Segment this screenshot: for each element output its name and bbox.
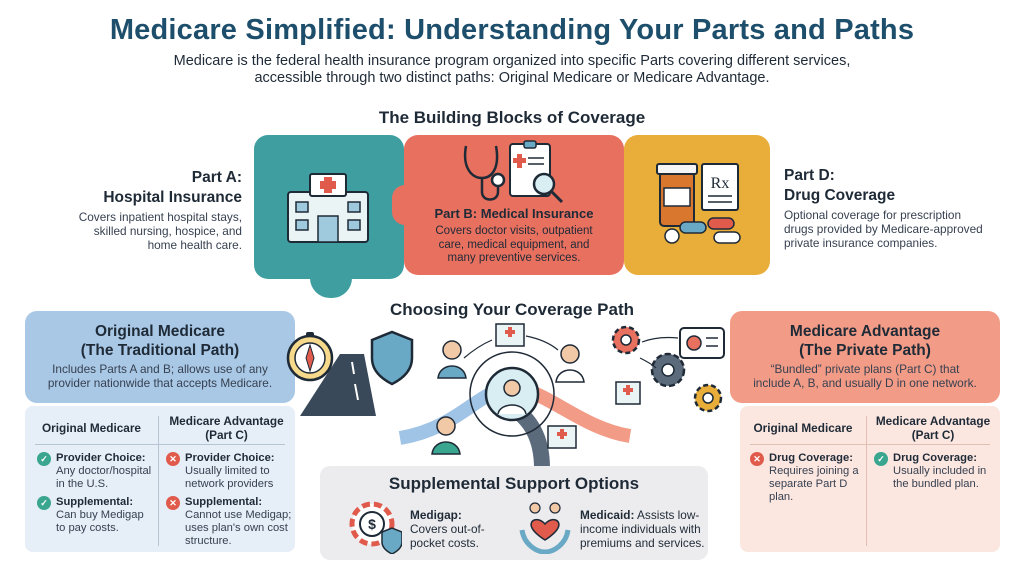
part-a-description: Covers inpatient hospital stays, skilled…: [78, 210, 242, 252]
compass-icon: [286, 332, 334, 382]
left-table-row2-advantage: Supplemental: Cannot use Medigap; uses p…: [185, 496, 292, 547]
page-title: Medicare Simplified: Understanding Your …: [109, 14, 915, 46]
left-table-col1-header: Original Medicare: [42, 421, 141, 435]
gear-icon-2: [650, 352, 686, 388]
check-icon-3: ✓: [874, 452, 888, 466]
right-table-col2-header: Medicare Advantage (Part C): [875, 414, 991, 442]
original-medicare-panel: [25, 311, 295, 403]
small-hospital-icon-2: [547, 425, 577, 449]
patient-person-icon: [437, 340, 467, 379]
woman-person-icon: [431, 416, 461, 455]
svg-text:$: $: [368, 516, 376, 532]
right-table-advantage-drug: Drug Coverage: Usually included in the b…: [893, 452, 987, 490]
medicaid-text: Medicaid: Assists low- income individual…: [580, 508, 705, 550]
check-icon: ✓: [37, 452, 51, 466]
table-divider: [158, 416, 159, 546]
small-hospital-icon: [495, 323, 525, 347]
left-table-row2-original: Supplemental: Can buy Medigap to pay cos…: [56, 496, 144, 534]
part-b-title: Part B: Medical Insurance: [434, 206, 594, 221]
gear-icon: [611, 325, 641, 355]
right-table-divider: [866, 416, 867, 546]
x-icon: ✕: [166, 452, 180, 466]
insurance-card-icon: [679, 327, 725, 359]
left-table-row1-original: Provider Choice: Any doctor/hospital in …: [56, 452, 152, 490]
x-icon-3: ✕: [750, 452, 764, 466]
small-clinic-icon: [615, 381, 641, 405]
hospital-icon: [287, 173, 369, 243]
right-table-header-rule: [750, 444, 990, 445]
gear-icon-3: [693, 383, 723, 413]
coverage-path-heading: Choosing Your Coverage Path: [389, 300, 635, 319]
part-d-description: Optional coverage for prescription drugs…: [784, 208, 983, 250]
x-icon-2: ✕: [166, 496, 180, 510]
road-shape: [300, 354, 376, 416]
medigap-text: Medigap: Covers out-of- pocket costs.: [410, 508, 485, 550]
part-a-title: Part A: Hospital Insurance: [103, 169, 242, 206]
medicare-advantage-description: “Bundled” private plans (Part C) that in…: [753, 362, 977, 390]
stethoscope-icon: [463, 140, 564, 204]
medicare-advantage-title: Medicare Advantage (The Private Path): [789, 323, 941, 359]
supplemental-heading: Supplemental Support Options: [388, 474, 640, 493]
money-shield-icon: $: [349, 501, 402, 554]
check-icon-2: ✓: [37, 496, 51, 510]
svg-text:Rx: Rx: [711, 175, 730, 192]
table-header-rule: [35, 444, 285, 445]
right-table-col1-header: Original Medicare: [753, 421, 853, 435]
page-subtitle: Medicare is the federal health insurance…: [173, 53, 851, 86]
nurse-person-icon: [555, 344, 585, 383]
shield-icon: [370, 330, 414, 386]
caring-hands-icon: [519, 502, 571, 554]
original-vs-advantage-table: [25, 406, 295, 552]
part-b-left-tab: [392, 185, 418, 225]
medicare-advantage-panel: [730, 311, 1000, 403]
left-table-row1-advantage: Provider Choice: Usually limited to netw…: [185, 452, 275, 490]
part-d-puzzle-piece: [624, 135, 770, 275]
part-d-title: Part D: Drug Coverage: [784, 167, 896, 204]
pill-bottle-icon: Rx: [656, 163, 741, 244]
original-medicare-title: Original Medicare (The Traditional Path): [80, 323, 240, 359]
drug-coverage-comparison-table: [740, 406, 1000, 552]
right-table-original-drug: Drug Coverage: Requires joining a separa…: [769, 452, 859, 503]
part-a-puzzle-tab: [310, 272, 352, 298]
left-table-col2-header: Medicare Advantage (Part C): [169, 414, 284, 442]
building-blocks-heading: The Building Blocks of Coverage: [378, 108, 646, 127]
original-medicare-description: Includes Parts A and B; allows use of an…: [47, 362, 273, 390]
coverage-path-illustration: [286, 323, 725, 468]
part-b-description: Covers doctor visits, outpatient care, m…: [435, 225, 593, 264]
